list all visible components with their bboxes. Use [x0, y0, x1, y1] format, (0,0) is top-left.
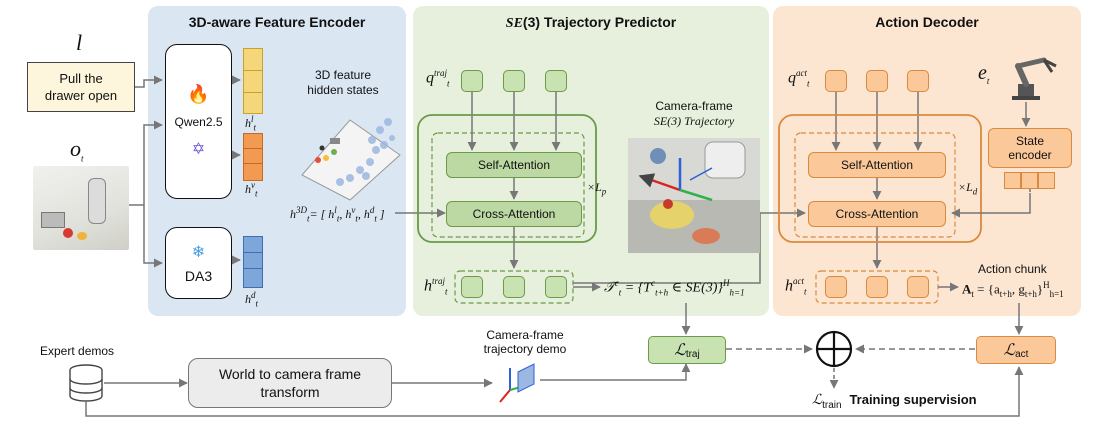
robot-figure [88, 178, 106, 224]
training-supervision: ℒtrain Training supervision [812, 392, 977, 411]
database-icon [69, 364, 103, 402]
hact-token [907, 276, 929, 298]
vision-token-stack [243, 133, 263, 181]
fruit [77, 232, 87, 240]
expert-demos-label: Expert demos [40, 344, 115, 358]
traj-query-token [545, 70, 567, 92]
state-encoder-line2: encoder [1008, 148, 1052, 162]
robot-arm-icon [1012, 57, 1057, 100]
traj-demo-line1: Camera-frame [486, 328, 564, 342]
h-v-label: hvt [245, 180, 258, 199]
htraj-token [545, 276, 567, 298]
predictor-title-rest: (3) Trajectory Predictor [522, 14, 677, 30]
instruction-box: Pull the drawer open [27, 62, 135, 112]
decoder-layers: ×Ld [958, 180, 978, 197]
loss-act-sub: act [1015, 348, 1029, 360]
da3-label: DA3 [184, 268, 213, 284]
camera-frame-image [628, 138, 760, 253]
flame-icon: 🔥 [187, 84, 210, 104]
observation-symbol: ot [70, 136, 84, 163]
qwen-logo-icon: ✡ [191, 141, 206, 158]
feature-caption: 3D feature hidden states [293, 68, 393, 98]
embodiment-label: et [978, 62, 990, 86]
state-encoder-line1: State [1015, 134, 1045, 148]
predictor-title-se: SE [505, 16, 523, 31]
encoder-title: 3D-aware Feature Encoder [188, 14, 366, 30]
feature-caption-line2: hidden states [307, 83, 379, 97]
htraj-token [461, 276, 483, 298]
state-encoder: State encoder [988, 128, 1072, 168]
h-d-label: hdt [245, 290, 259, 309]
hact-token [825, 276, 847, 298]
traj-query-token [503, 70, 525, 92]
predictor-cross-attention: Cross-Attention [446, 201, 582, 227]
loss-train-sub: train [822, 399, 842, 411]
transform-box: World to camera frame transform [188, 358, 392, 408]
hact-label: hactt [785, 276, 807, 297]
predictor-layers: ×Lp [587, 180, 607, 197]
da3-block: ❄ DA3 [165, 227, 232, 299]
act-query-label: qactt [788, 68, 810, 89]
training-supervision-label: Training supervision [849, 392, 977, 407]
depth-token-stack [243, 236, 263, 288]
decoder-title: Action Decoder [875, 14, 979, 30]
snowflake-icon: ❄ [191, 244, 206, 261]
traj-demo-line2: trajectory demo [483, 342, 567, 356]
h3d-formula: h3Dt= [ hlt, hvt, hdt ] [290, 205, 385, 224]
act-query-token [825, 70, 847, 92]
instruction-symbol: l [76, 30, 83, 55]
traj-demo-caption: Camera-frame trajectory demo [465, 328, 585, 356]
transform-line2: transform [260, 384, 320, 400]
feature-caption-line1: 3D feature [314, 68, 372, 82]
htraj-label: htrajt [424, 276, 448, 297]
observation-sub: t [81, 153, 84, 164]
observation-image [33, 166, 129, 250]
text-token-stack [243, 48, 263, 114]
act-query-token [866, 70, 888, 92]
transform-line1: World to camera frame [218, 366, 362, 382]
traj-set-formula: 𝒯ct = {Tct+h ∈ SE(3)}Hh=1 [604, 278, 745, 298]
htraj-token [503, 276, 525, 298]
sum-operator-icon [815, 330, 853, 368]
hact-token [866, 276, 888, 298]
drawer [41, 212, 65, 228]
point-cloud-illustration [301, 118, 401, 201]
act-query-token [907, 70, 929, 92]
predictor-title: SE(3) Trajectory Predictor [413, 14, 769, 32]
state-token-stack [1004, 172, 1055, 189]
predictor-self-attention: Self-Attention [446, 152, 582, 178]
traj-query-label: qtrajt [426, 68, 450, 89]
decoder-self-attention: Self-Attention [808, 152, 946, 178]
axes-icon [499, 363, 535, 403]
camera-caption: Camera-frame SE(3) Trajectory [628, 99, 760, 129]
qwen-label: Qwen2.5 [174, 115, 223, 129]
camera-caption-line2: SE(3) Trajectory [653, 114, 735, 128]
action-chunk-formula: At = {at+h, gt+h}Hh=1 [962, 280, 1064, 299]
decoder-cross-attention: Cross-Attention [808, 201, 946, 227]
tomato [63, 228, 73, 238]
observation-o: o [70, 136, 81, 161]
action-chunk-caption: Action chunk [978, 262, 1047, 276]
loss-traj-sub: traj [685, 348, 700, 360]
traj-query-token [461, 70, 483, 92]
h-l-label: hlt [245, 114, 257, 133]
camera-caption-line1: Camera-frame [655, 99, 733, 113]
qwen-block: 🔥 Qwen2.5 ✡ [165, 44, 232, 199]
